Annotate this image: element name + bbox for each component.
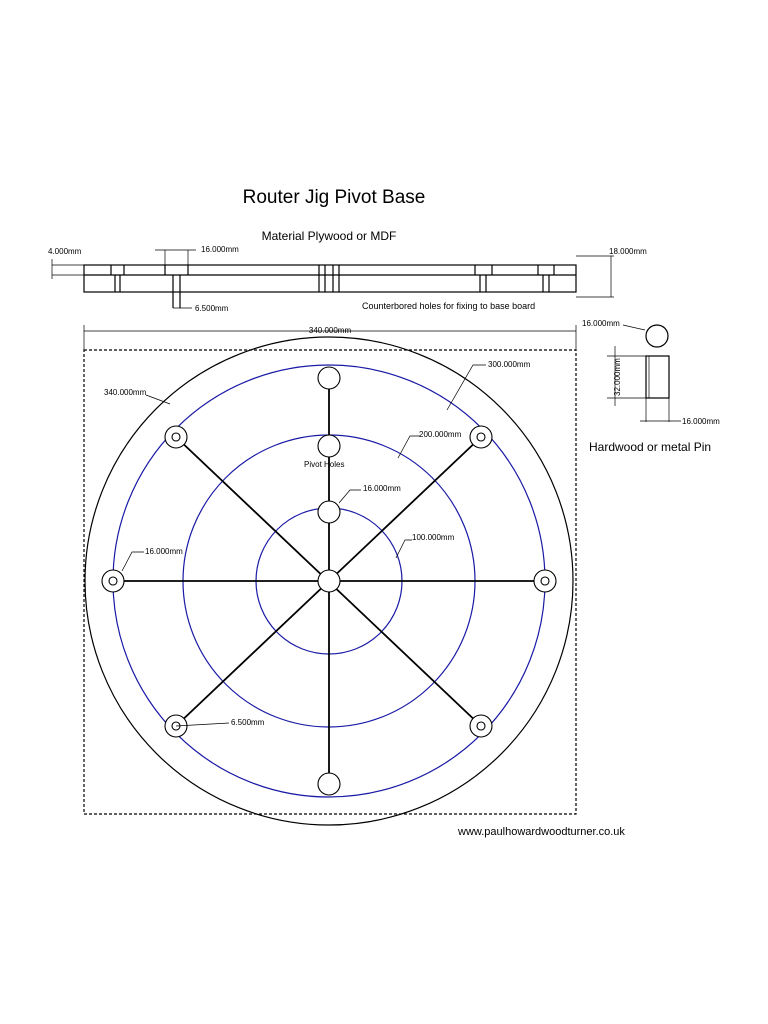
pivot-hole-bottom — [317, 772, 341, 796]
pin-detail: 16.000mm 32.000mm 16.000mm Hardwood or m… — [582, 319, 720, 454]
website-link[interactable]: www.paulhowardwoodturner.co.uk — [457, 826, 625, 838]
counterbore-left-2 — [164, 265, 189, 308]
pin-length-label: 32.000mm — [613, 358, 622, 396]
fixing-hole-top-left — [164, 425, 188, 449]
counterbore-right-1 — [474, 265, 493, 292]
counterbore-right-2 — [537, 265, 555, 292]
material-note: Material Plywood or MDF — [262, 229, 397, 243]
pin-caption: Hardwood or metal Pin — [589, 440, 711, 454]
pivot-hole-dim-label: 16.000mm — [363, 484, 401, 493]
pivot-hole-100 — [317, 500, 341, 524]
ring-100-label: 100.000mm — [412, 533, 455, 542]
leader-diameter — [145, 394, 171, 405]
pivot-hole-300 — [317, 366, 341, 390]
pivot-holes-label: Pivot Holes — [304, 460, 344, 469]
pin-dia-label: 16.000mm — [582, 319, 620, 328]
outer-disc — [84, 336, 574, 826]
side-board-outline — [83, 264, 577, 293]
dim-width-label: 340.000mm — [309, 326, 352, 335]
counterbore-centre — [318, 265, 340, 292]
side-view: 4.000mm 16.000mm 6.500mm 18.000mm Counte… — [48, 245, 647, 313]
leader-outer-hole — [121, 551, 144, 572]
fixing-hole-right — [533, 569, 557, 593]
pivot-hole-200 — [317, 434, 341, 458]
pin-end-view — [645, 324, 669, 348]
dim-right-label: 18.000mm — [609, 247, 647, 256]
dim-top-label: 16.000mm — [201, 245, 239, 254]
plan-view: 340.000mm — [83, 325, 577, 826]
counterbore-left-1 — [110, 265, 125, 292]
pin-width-label: 16.000mm — [682, 417, 720, 426]
leader-pivot-dia — [338, 489, 361, 504]
leader-pin-dia — [622, 324, 646, 331]
board-outline — [83, 349, 577, 815]
leader-200 — [397, 435, 420, 459]
pin-side-view — [645, 355, 670, 399]
leader-100 — [395, 539, 412, 559]
ring-300-label: 300.000mm — [488, 360, 531, 369]
pivot-hole-centre — [317, 569, 341, 593]
counterbore-dim-label: 6.500mm — [231, 718, 265, 727]
outer-hole-dim-label: 16.000mm — [145, 547, 183, 556]
leader-300 — [446, 364, 486, 411]
leader-counterbore — [175, 722, 230, 727]
ring-200-label: 200.000mm — [419, 430, 462, 439]
dim-bottom-label: 6.500mm — [195, 304, 229, 313]
fixing-hole-bottom-right — [469, 714, 493, 738]
fixing-hole-left — [101, 569, 125, 593]
fixing-hole-top-right — [469, 425, 493, 449]
dim-diameter-label: 340.000mm — [104, 388, 147, 397]
drawing-title: Router Jig Pivot Base — [243, 187, 426, 208]
dim-left-label: 4.000mm — [48, 247, 82, 256]
counterbore-note: Counterbored holes for fixing to base bo… — [362, 301, 535, 311]
